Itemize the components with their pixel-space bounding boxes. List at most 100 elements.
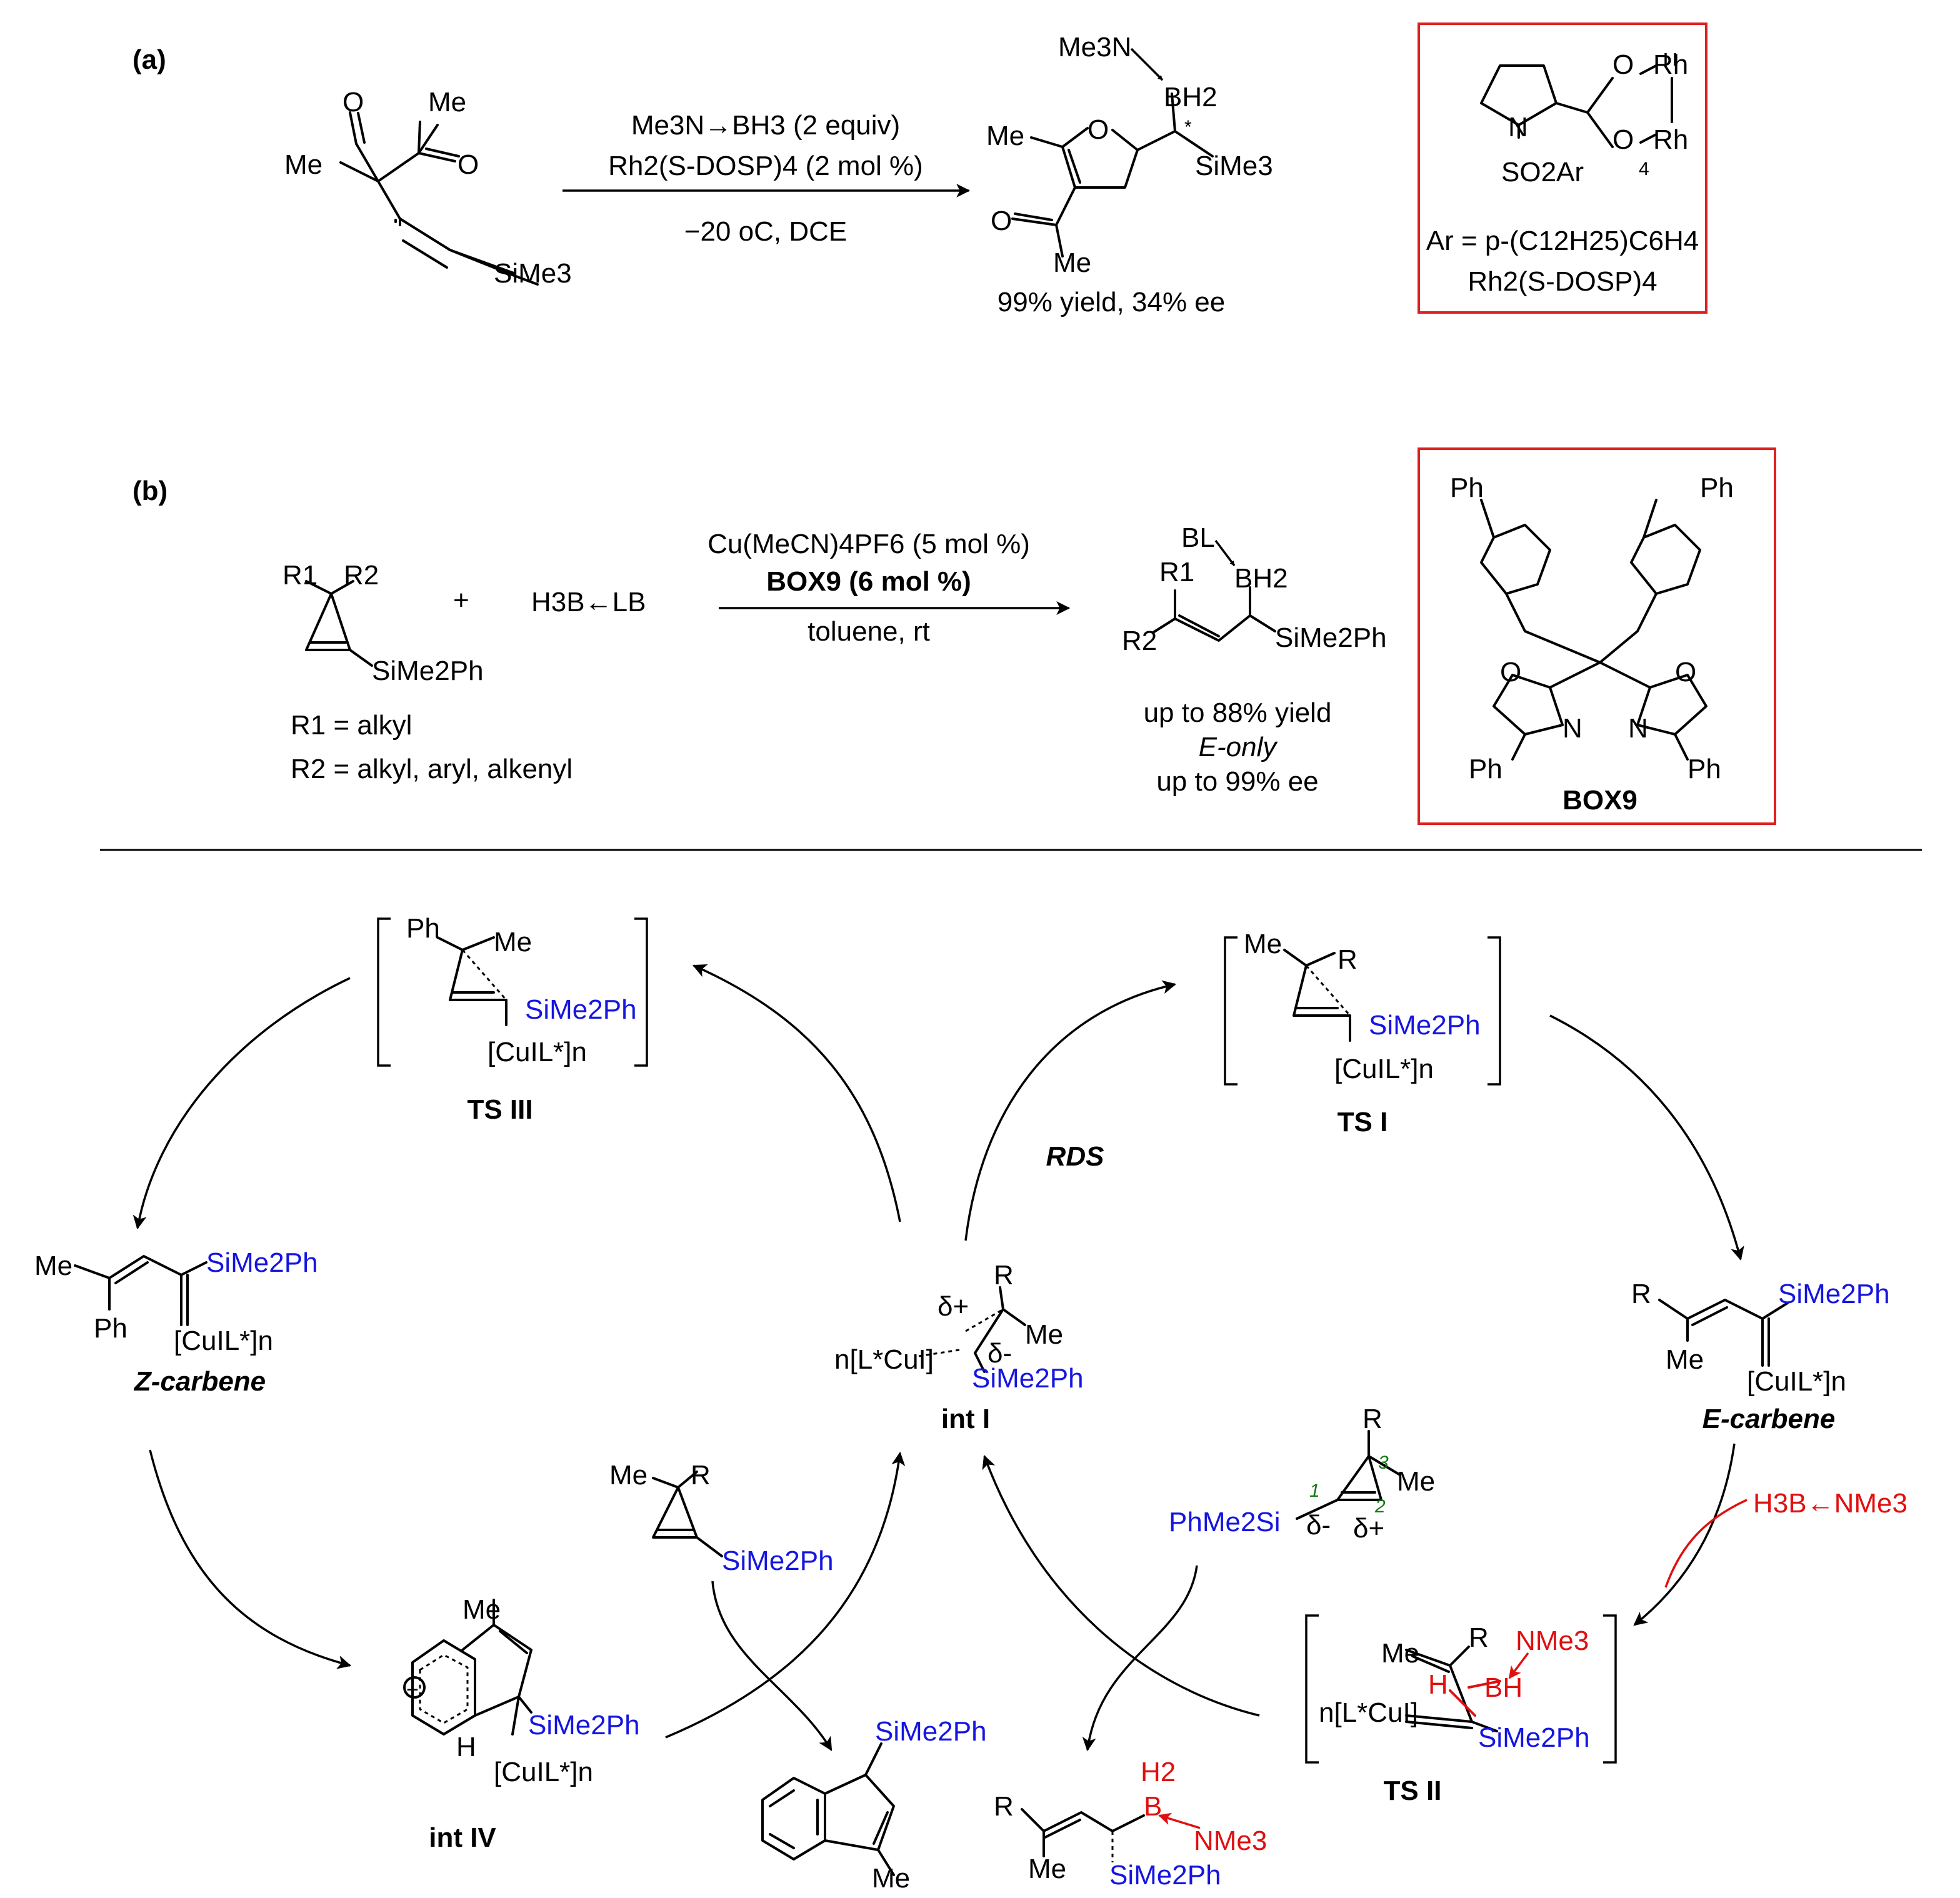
zc-me: Me xyxy=(34,1251,72,1281)
b-sm-r2: R2 xyxy=(344,560,379,591)
dative-arrow-ts2 xyxy=(1508,1652,1529,1679)
reagent-a-line1: Me3N→BH3 (2 equiv) xyxy=(631,110,900,141)
subR-n1: 1 xyxy=(1309,1481,1320,1501)
cat-o2: O xyxy=(1612,124,1634,155)
cat-so2ar: SO2Ar xyxy=(1501,157,1584,187)
indene-product: SiMe2Ph Me xyxy=(761,1716,987,1894)
prod-me3n: Me3N xyxy=(1058,32,1131,62)
b-result3: up to 99% ee xyxy=(1156,766,1318,797)
ts3-me: Me xyxy=(494,927,532,957)
box9-n1: N xyxy=(1562,713,1582,744)
int4-label: int IV xyxy=(429,1822,496,1853)
cat-sub4: 4 xyxy=(1639,159,1649,179)
rh-dosp-structure: O O Rh Rh N SO2Ar 4 Ar = p-(C12H25)C6H4 … xyxy=(1426,49,1699,297)
sm-o2: O xyxy=(458,149,479,180)
prod-h2: H2 xyxy=(1141,1757,1176,1787)
arrow-int4-to-int1 xyxy=(665,1451,906,1739)
b-prod-r2: R2 xyxy=(1122,626,1157,656)
arrow-product-release xyxy=(1082,1565,1198,1752)
int4-me: Me xyxy=(462,1594,501,1625)
b-r2-def: R2 = alkyl, aryl, alkenyl xyxy=(291,754,572,784)
sm-o1: O xyxy=(342,87,364,117)
box9-n2: N xyxy=(1628,713,1648,744)
ec-me: Me xyxy=(1666,1344,1704,1375)
z-carbene: Me Ph SiMe2Ph [CuIL*]n Z-carbene xyxy=(34,1247,318,1397)
prod-si: SiMe2Ph xyxy=(1109,1860,1221,1891)
panel-a-product: Me3N BH2 * Me O SiMe3 O Me 99% yield, 34… xyxy=(986,32,1273,317)
dative-arrow-b xyxy=(1214,539,1236,567)
ts1-si: SiMe2Ph xyxy=(1369,1010,1481,1041)
prod-r: R xyxy=(994,1791,1014,1822)
ts2-label: TS II xyxy=(1384,1776,1442,1806)
rds-label: RDS xyxy=(1046,1141,1104,1172)
box9-o1: O xyxy=(1500,657,1521,687)
b-prod-bl: BL xyxy=(1181,522,1215,553)
catalyst-box-a xyxy=(1418,22,1708,314)
sm-sime3: SiMe3 xyxy=(494,258,572,289)
borane-nme3: H3B←NMe3 xyxy=(1753,1488,1908,1519)
int4: Me + H SiMe2Ph [CuIL*]n int IV xyxy=(403,1594,640,1853)
substrate-right: R 3 Me 1 2 PhMe2Si δ- δ+ xyxy=(1169,1404,1435,1544)
cat-rh2: Rh xyxy=(1653,124,1688,155)
reagent-b-line1: Cu(MeCN)4PF6 (5 mol %) xyxy=(708,529,1030,559)
panel-b-label: (b) xyxy=(132,476,168,506)
subR-dminus: δ- xyxy=(1306,1510,1331,1541)
prod-o-ring: O xyxy=(1088,114,1109,145)
int1-r: R xyxy=(994,1260,1014,1291)
subR-dplus: δ+ xyxy=(1353,1513,1384,1544)
ec-label: E-carbene xyxy=(1702,1404,1836,1434)
subR-n3: 3 xyxy=(1378,1452,1389,1473)
zc-ph: Ph xyxy=(94,1313,128,1344)
b-prod-r1: R1 xyxy=(1159,557,1194,587)
ts3-ph: Ph xyxy=(406,913,440,944)
arrow-int1-to-ts3 xyxy=(692,964,901,1222)
panel-b-cyclopropene: R1 R2 SiMe2Ph R1 = alkyl R2 = alkyl, ary… xyxy=(282,560,572,784)
box9-o2: O xyxy=(1675,657,1696,687)
subL-si: SiMe2Ph xyxy=(722,1546,834,1576)
substrate-left: Me R SiMe2Ph xyxy=(609,1460,834,1576)
int1-dplus: δ+ xyxy=(938,1291,969,1322)
prod-me: Me xyxy=(1028,1854,1066,1884)
subR-si: PhMe2Si xyxy=(1169,1507,1281,1537)
b-r1-def: R1 = alkyl xyxy=(291,710,412,741)
box9-name: BOX9 xyxy=(1562,785,1638,816)
int1-label: int I xyxy=(941,1404,990,1434)
panel-b-product: BL BH2 R1 R2 SiMe2Ph up to 88% yield E-o… xyxy=(1122,522,1387,797)
ts2-bh: BH xyxy=(1484,1672,1522,1703)
int1-me: Me xyxy=(1025,1319,1063,1350)
cat-name: Rh2(S-DOSP)4 xyxy=(1468,266,1657,297)
b-sm-r1: R1 xyxy=(282,560,318,591)
prod-o-acyl: O xyxy=(991,206,1012,236)
int4-plus: + xyxy=(406,1678,419,1702)
e-carbene: R Me SiMe2Ph [CuIL*]n E-carbene xyxy=(1631,1279,1890,1434)
zc-label: Z-carbene xyxy=(133,1366,266,1397)
panel-a-label: (a) xyxy=(132,44,166,75)
ts1: Me R SiMe2Ph [CuIL*]n TS I xyxy=(1224,929,1501,1137)
ec-si: SiMe2Ph xyxy=(1778,1279,1890,1309)
int1: R δ+ δ- Me n[L*CuI] SiMe2Ph int I xyxy=(834,1260,1084,1434)
prod-b: B xyxy=(1144,1791,1162,1822)
ts2: Me R NMe3 H BH n[L*CuI] SiMe2Ph TS II xyxy=(1305,1614,1617,1806)
ts2-nme3: NMe3 xyxy=(1516,1626,1589,1656)
arrow-borane-in xyxy=(1664,1499,1748,1588)
int4-h: H xyxy=(456,1732,476,1762)
arrow-ecarbene-to-ts2 xyxy=(1633,1443,1736,1626)
box9-ph-tl: Ph xyxy=(1450,472,1484,503)
ts1-me: Me xyxy=(1244,929,1282,959)
ts2-r: R xyxy=(1469,1622,1489,1653)
panel-a: (a) O Me O Me SiMe3 Me3N→BH3 (2 equiv) R… xyxy=(132,22,1708,317)
zc-cu: [CuIL*]n xyxy=(174,1326,273,1356)
allylborane-product: R H2 B NMe3 Me SiMe2Ph xyxy=(994,1757,1267,1891)
arrow-ts3-to-zcarbene xyxy=(132,977,351,1230)
subR-n2: 2 xyxy=(1374,1496,1386,1517)
box9-structure: Ph Ph O O N N Ph Ph BOX9 xyxy=(1450,472,1734,816)
subR-me: Me xyxy=(1397,1466,1435,1497)
sm-me-left: Me xyxy=(284,149,322,180)
prod-me: Me xyxy=(986,121,1024,151)
subL-r: R xyxy=(691,1460,711,1491)
cat-n: N xyxy=(1508,112,1528,142)
b-result2: E-only xyxy=(1199,732,1279,762)
cycle-arrows xyxy=(132,964,1748,1752)
b-result1: up to 88% yield xyxy=(1144,697,1332,728)
